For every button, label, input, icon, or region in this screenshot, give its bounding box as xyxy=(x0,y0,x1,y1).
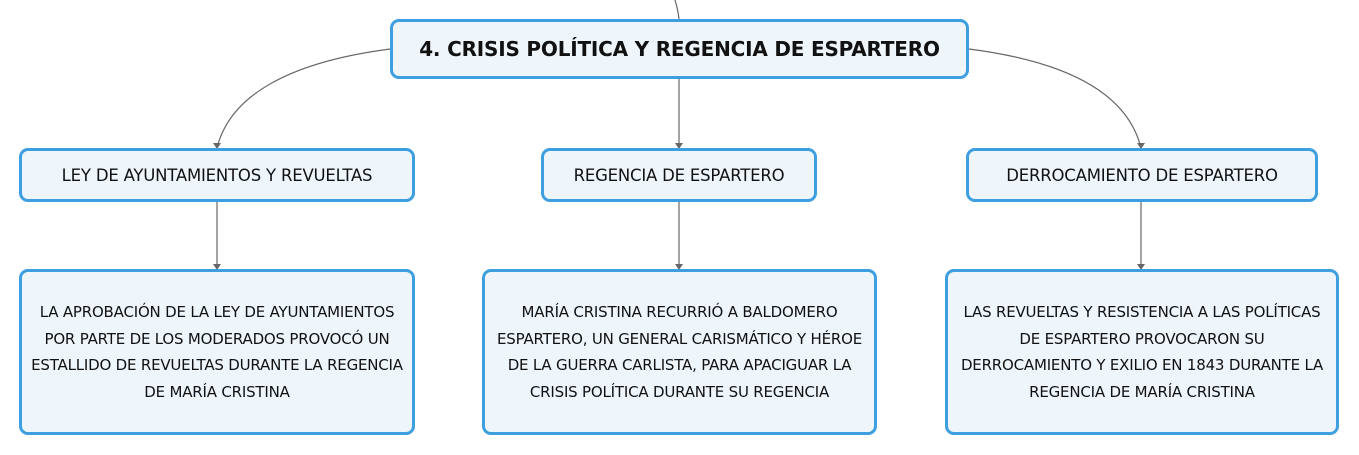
leaf-node-text: LA APROBACIÓN DE LA LEY DE AYUNTAMIENTOS… xyxy=(31,303,403,401)
leaf-node-text: LAS REVUELTAS Y RESISTENCIA A LAS POLÍTI… xyxy=(960,303,1324,401)
arrowhead-leaf-1 xyxy=(213,264,221,270)
branch-node-regencia-de-espartero[interactable]: REGENCIA DE ESPARTERO xyxy=(541,148,817,202)
root-node-label: 4. CRISIS POLÍTICA Y REGENCIA DE ESPARTE… xyxy=(419,37,940,61)
branch-node-label: DERROCAMIENTO DE ESPARTERO xyxy=(1006,165,1278,185)
branch-node-derrocamiento-de-espartero[interactable]: DERROCAMIENTO DE ESPARTERO xyxy=(966,148,1318,202)
connector-parent-to-root xyxy=(674,0,680,20)
arrowhead-leaf-3 xyxy=(1137,264,1145,270)
arrowhead-leaf-2 xyxy=(675,264,683,270)
connector-root-to-branch-3 xyxy=(968,48,1142,149)
leaf-node-derrocamiento-de-espartero-detail[interactable]: LAS REVUELTAS Y RESISTENCIA A LAS POLÍTI… xyxy=(945,269,1339,435)
leaf-node-ley-de-ayuntamientos-detail[interactable]: LA APROBACIÓN DE LA LEY DE AYUNTAMIENTOS… xyxy=(19,269,415,435)
leaf-node-regencia-de-espartero-detail[interactable]: MARÍA CRISTINA RECURRIÓ A BALDOMERO ESPA… xyxy=(482,269,877,435)
arrowhead-branch-3 xyxy=(1137,143,1145,149)
arrowhead-branch-2 xyxy=(675,143,683,149)
branch-node-ley-de-ayuntamientos[interactable]: LEY DE AYUNTAMIENTOS Y REVUELTAS xyxy=(19,148,415,202)
branch-node-label: REGENCIA DE ESPARTERO xyxy=(573,165,785,185)
root-node[interactable]: 4. CRISIS POLÍTICA Y REGENCIA DE ESPARTE… xyxy=(390,19,969,79)
leaf-node-text: MARÍA CRISTINA RECURRIÓ A BALDOMERO ESPA… xyxy=(496,303,863,401)
branch-node-label: LEY DE AYUNTAMIENTOS Y REVUELTAS xyxy=(61,165,373,185)
arrowhead-branch-1 xyxy=(213,143,221,149)
connector-root-to-branch-1 xyxy=(216,48,391,149)
